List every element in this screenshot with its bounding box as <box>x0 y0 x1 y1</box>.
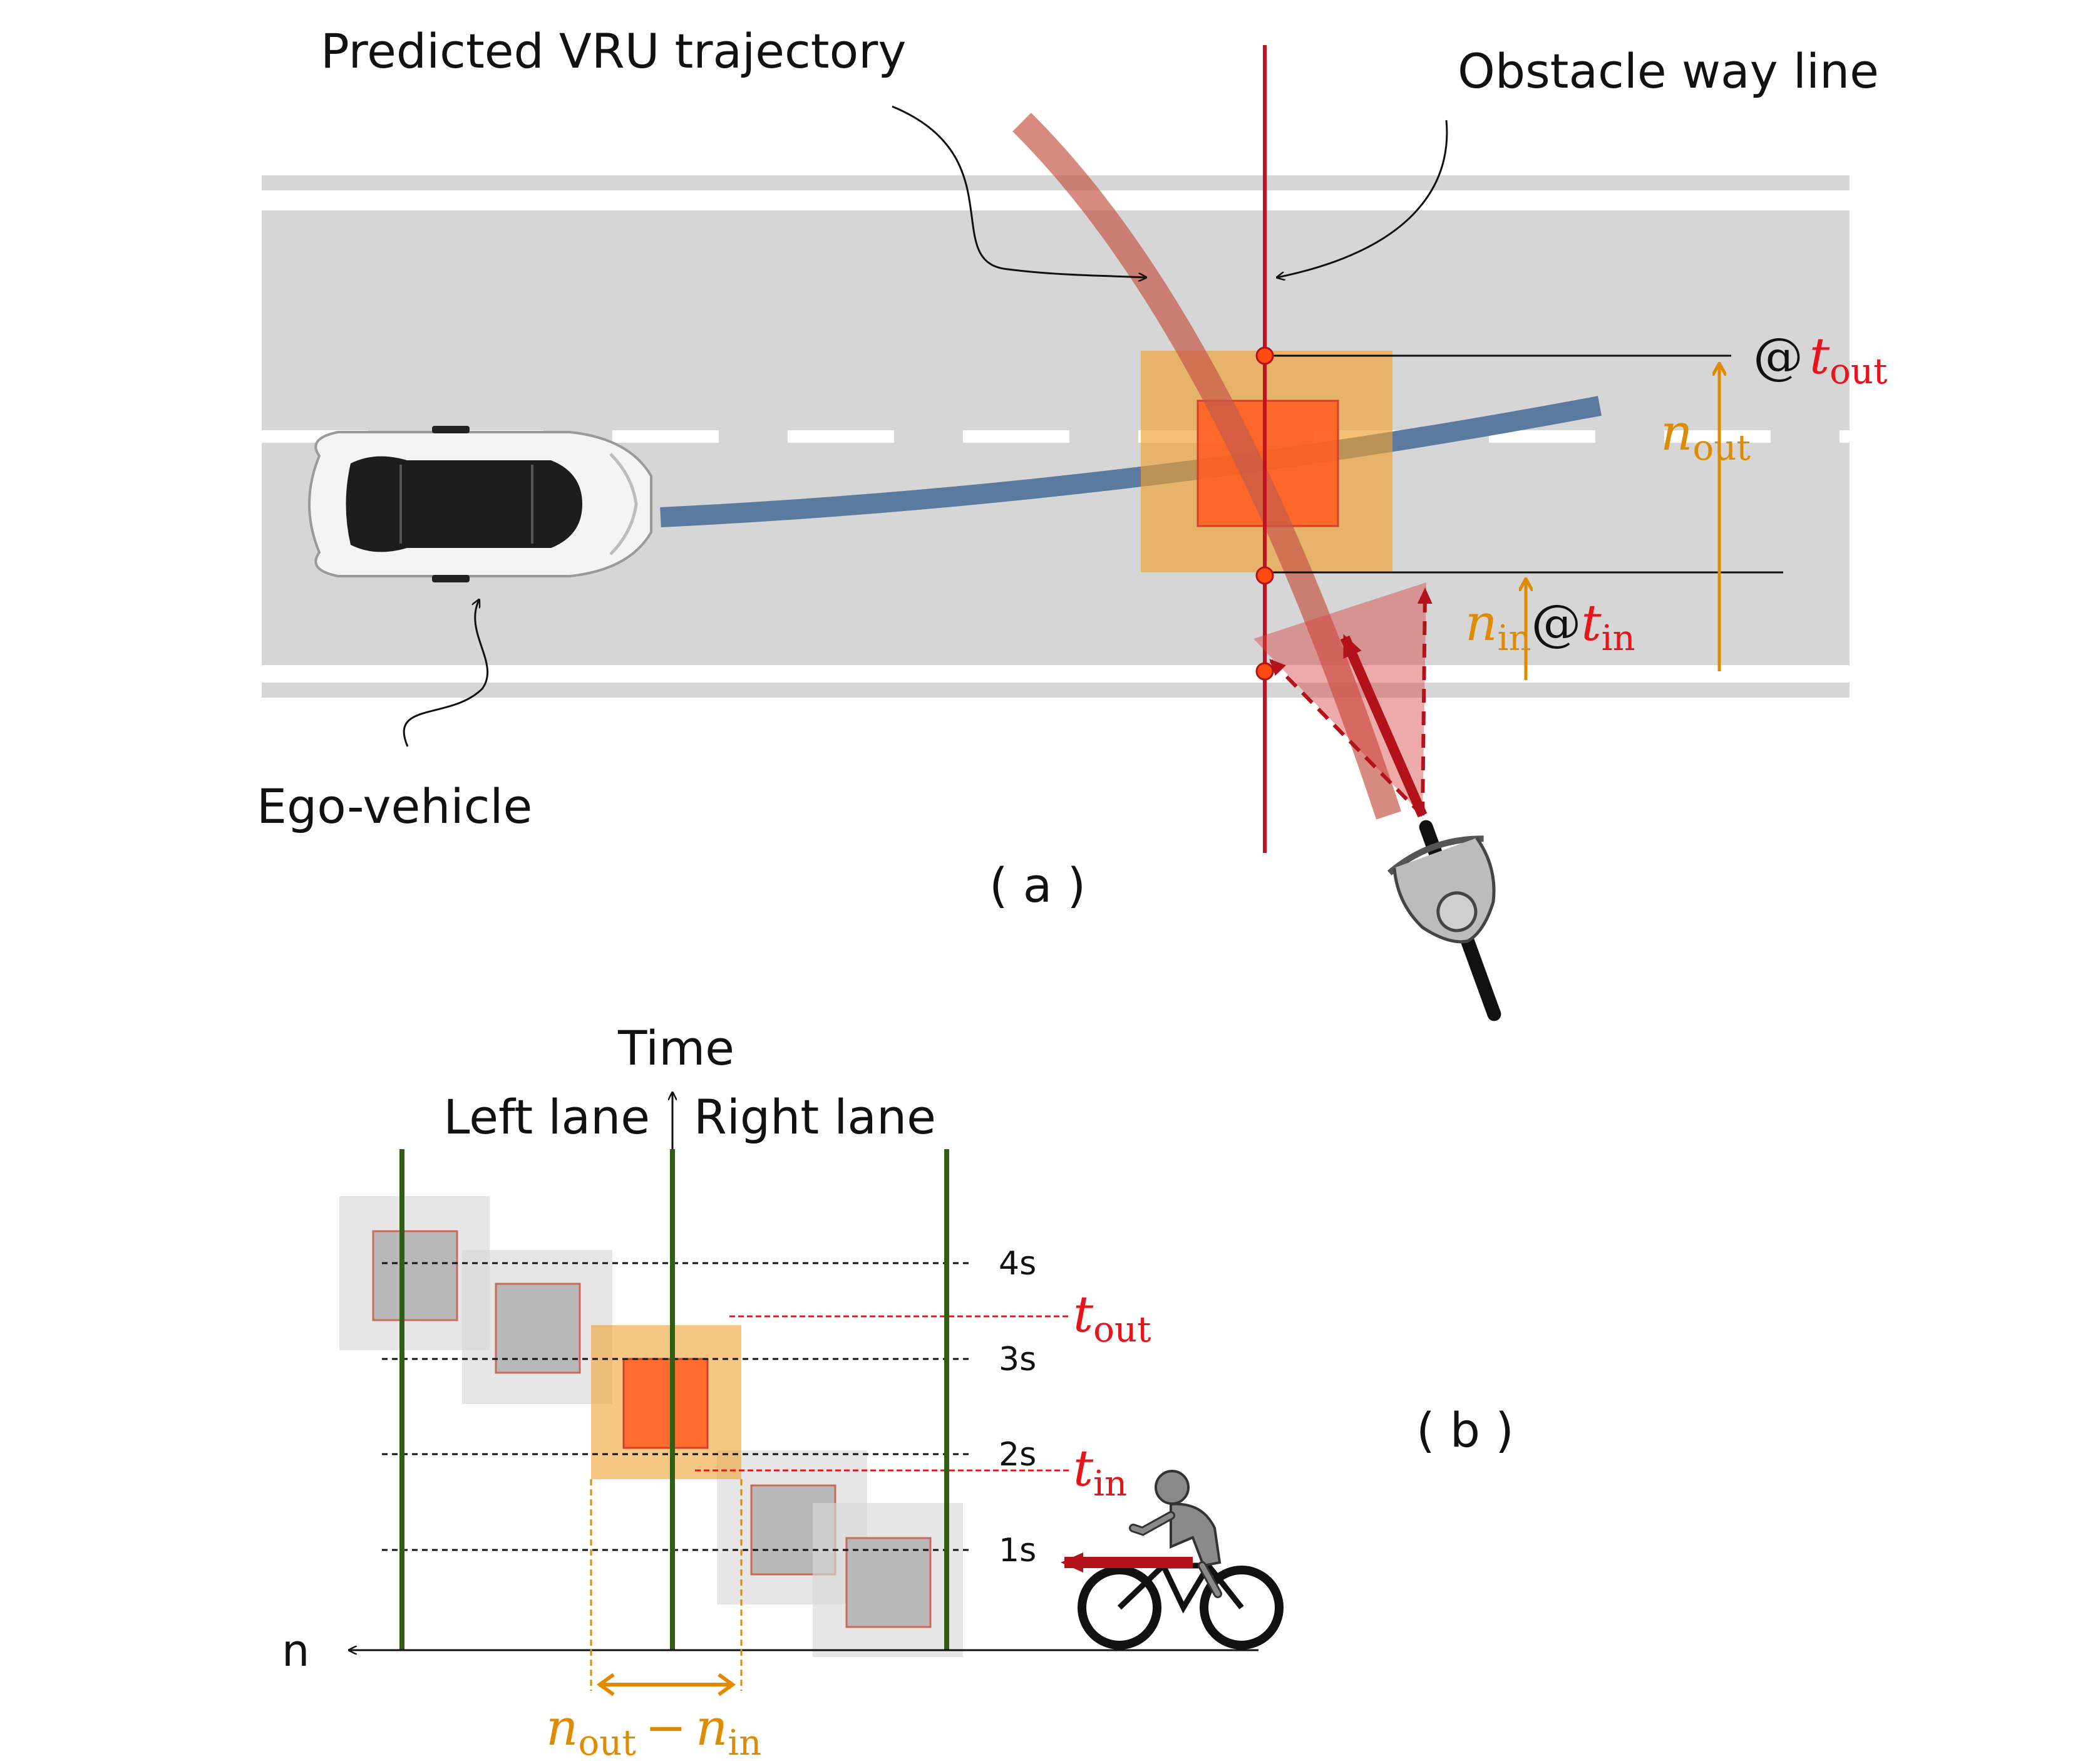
tick-3s: 3s <box>999 1341 1036 1378</box>
ego-callout-line <box>403 600 489 747</box>
ego-label: Ego-vehicle <box>257 778 532 834</box>
time-gridlines <box>382 1262 970 1551</box>
cyclist-topdown-icon <box>1387 820 1501 1021</box>
road-bottom-shoulder <box>262 683 1850 698</box>
car-topdown-icon <box>308 426 652 582</box>
occupancy-history <box>339 1196 963 1657</box>
t-out-label-b: tout <box>1073 1285 1151 1350</box>
exit-point-dot <box>1255 346 1274 365</box>
left-lane-label: Left lane <box>443 1089 650 1145</box>
t-in-label-b: tin <box>1073 1439 1127 1504</box>
panel-b: Time Left lane Right lane n ( b ) 4s 3s … <box>282 1020 1514 1761</box>
velocity-bound-left-arrow <box>1269 659 1424 817</box>
trajectory-callout-line <box>892 105 1146 277</box>
occupancy-inner-1s <box>845 1537 932 1628</box>
tick-2s: 2s <box>999 1436 1036 1474</box>
wayline-label: Obstacle way line <box>1458 43 1879 99</box>
vru-predicted-path <box>1012 113 1401 820</box>
tick-4s: 4s <box>999 1245 1036 1283</box>
wayline-callout-line <box>1277 120 1448 277</box>
t-out-label-a: @tout <box>1753 327 1888 392</box>
velocity-arrow <box>1340 634 1428 818</box>
velocity-bound-right-arrow <box>1417 587 1433 816</box>
panel-a: Predicted VRU trajectory Obstacle way li… <box>257 23 1888 1021</box>
lower-point-dot <box>1255 662 1274 681</box>
ego-path <box>660 396 1602 527</box>
n-diff-right-head <box>718 1673 736 1696</box>
velocity-uncertainty-cone <box>1253 582 1426 815</box>
cyclist-side-icon <box>1078 1470 1284 1650</box>
panel-a-label: ( a ) <box>989 857 1086 913</box>
n-diff-label: nout−nin <box>546 1698 761 1761</box>
tick-1s: 1s <box>999 1532 1036 1569</box>
trajectory-label: Predicted VRU trajectory <box>321 23 906 79</box>
n-axis-label: n <box>282 1625 309 1676</box>
n-in-t-in-label-a: nin@tin <box>1465 594 1635 659</box>
occupancy-inner-4s <box>372 1230 458 1321</box>
n-diff-left-head <box>596 1673 615 1696</box>
panel-b-label: ( b ) <box>1416 1402 1514 1458</box>
entry-point-dot <box>1255 566 1274 585</box>
n-out-label-a: nout <box>1660 403 1751 468</box>
right-lane-label: Right lane <box>694 1089 936 1145</box>
occupancy-inner-crossing <box>622 1358 709 1449</box>
occupancy-inner-3-5s <box>495 1283 581 1374</box>
time-axis-label: Time <box>617 1020 734 1076</box>
